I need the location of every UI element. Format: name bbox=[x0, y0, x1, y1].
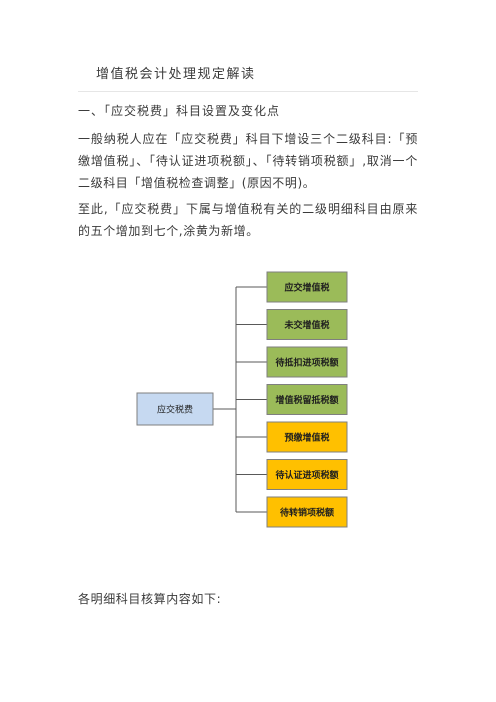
root-label: 应交税费 bbox=[157, 404, 193, 416]
detail-accounts-intro: 各明细科目核算内容如下: bbox=[78, 592, 222, 606]
account-box-6 bbox=[266, 459, 348, 490]
account-label-3: 待抵扣进项税额 bbox=[275, 357, 338, 369]
account-label-6: 待认证进项税额 bbox=[275, 469, 338, 481]
account-box-3 bbox=[266, 346, 348, 378]
account-label-2: 未交增值税 bbox=[283, 319, 329, 331]
document-title: 增值税会计处理规定解读 bbox=[96, 67, 256, 82]
paragraph-account-count: 至此,「应交税费」下属与增值税有关的二级明细科目由原来的五个增加到七个,涂黄为新… bbox=[78, 202, 418, 238]
account-box-1 bbox=[266, 271, 348, 303]
root-box bbox=[136, 392, 214, 426]
account-label-4: 增值税留抵税额 bbox=[275, 394, 338, 406]
section-heading: 一、「应交税费」科目设置及变化点 bbox=[78, 104, 281, 118]
account-label-7: 待转销项税额 bbox=[280, 507, 334, 519]
title-divider bbox=[78, 91, 418, 92]
account-label-1: 应交增值税 bbox=[284, 282, 329, 294]
account-label-5: 预缴增值税 bbox=[284, 432, 329, 444]
account-box-2 bbox=[266, 309, 348, 340]
account-box-4 bbox=[266, 384, 348, 415]
paragraph-account-changes: 一般纳税人应在「应交税费」科目下增设三个二级科目:「预缴增值税」、「待认证进项税… bbox=[78, 132, 418, 190]
account-box-5 bbox=[266, 421, 348, 453]
account-box-7 bbox=[266, 496, 348, 528]
